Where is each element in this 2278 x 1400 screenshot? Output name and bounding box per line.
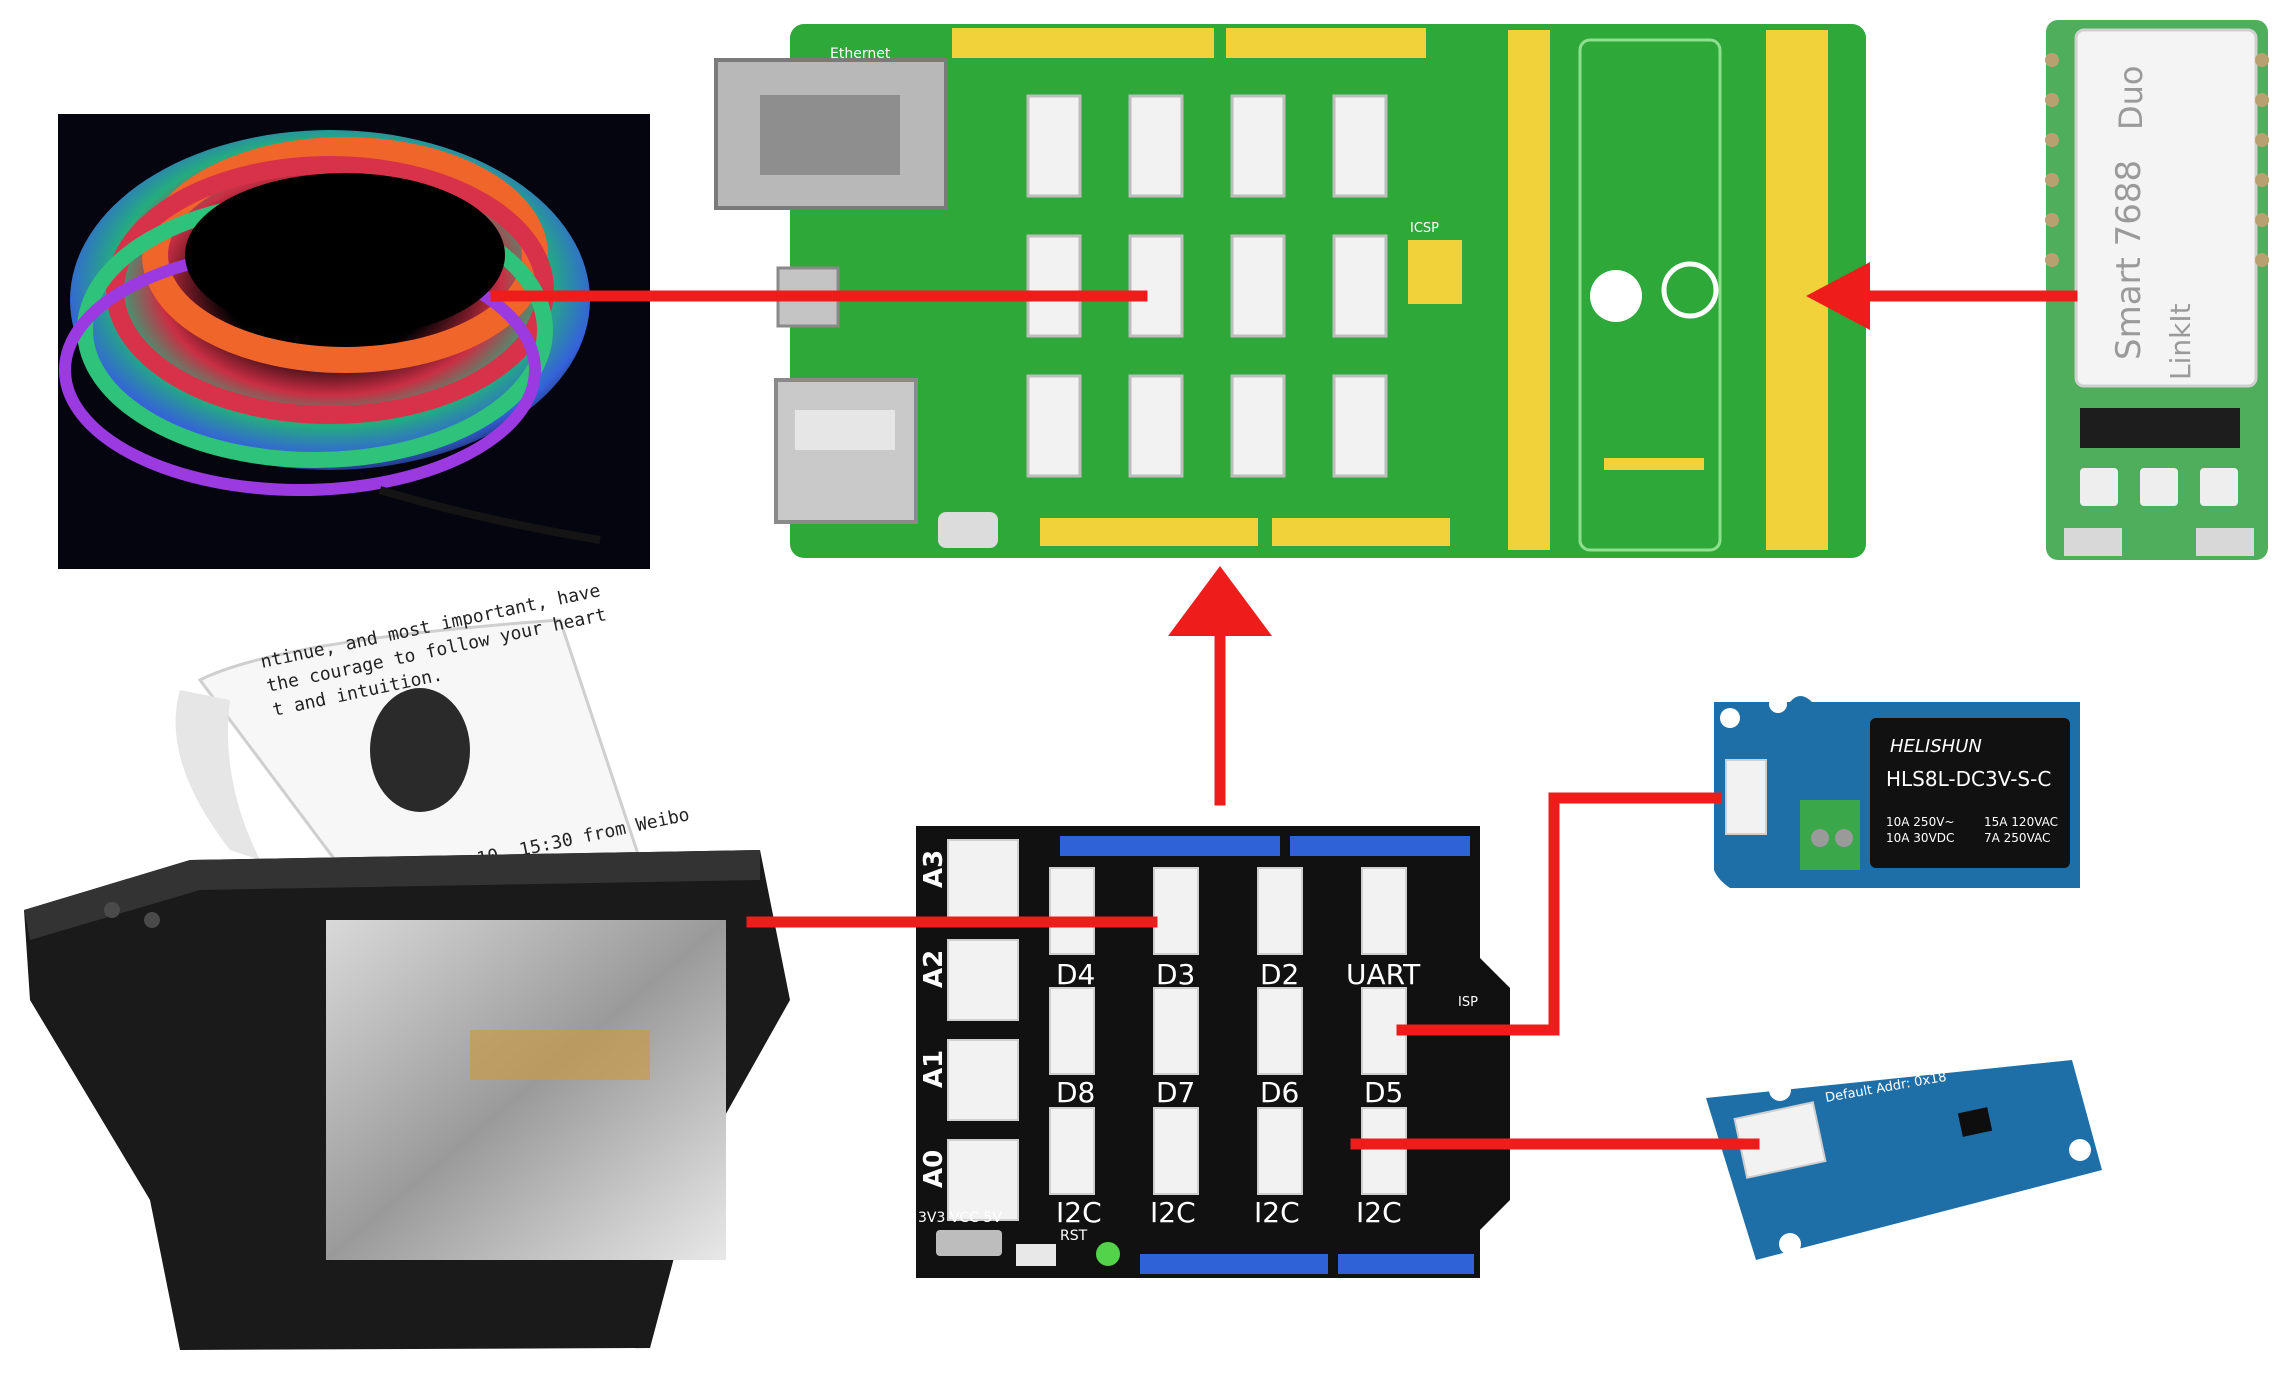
relay-rating-2: 10A 30VDC (1886, 831, 1954, 845)
linkit-suffix-text: Duo (2112, 66, 2150, 131)
linkit-board-image: Smart 7688 LinkIt Duo (2045, 20, 2269, 560)
label-d8: D8 (1056, 1076, 1095, 1109)
relay-rating-3: 15A 120VAC (1984, 815, 2058, 829)
label-d3: D3 (1156, 958, 1195, 991)
linkit-arrowhead (1806, 262, 1870, 330)
label-rst: RST (1060, 1228, 1088, 1244)
printer-image: ntinue, and most important, have the cou… (24, 580, 790, 1350)
breakout-board-image: Ethernet ICSP (714, 24, 1866, 558)
label-a3: A3 (919, 850, 949, 888)
relay-to-d5-line (1396, 792, 1722, 1036)
label-i2c-3: I2C (1254, 1196, 1300, 1229)
label-a2: A2 (919, 950, 949, 988)
linkit-model-text: Smart 7688 (2109, 160, 2149, 360)
label-d2: D2 (1260, 958, 1299, 991)
label-isp: ISP (1458, 995, 1478, 1010)
base-shield-image: A3 A2 A1 A0 D4 D3 D2 UART D8 D7 D6 D5 I2… (916, 826, 1510, 1278)
icsp-label: ICSP (1410, 221, 1439, 236)
label-a1: A1 (919, 1050, 949, 1088)
label-i2c-4: I2C (1356, 1196, 1402, 1229)
linkit-brand-text: LinkIt (2164, 303, 2197, 380)
ethernet-label: Ethernet (830, 46, 891, 62)
i2c-sensor-image: Default Addr: 0x18 (1706, 1060, 2102, 1260)
label-i2c-1: I2C (1056, 1196, 1102, 1229)
relay-module-image: HELISHUN HLS8L-DC3V-S-C 10A 250V~ 10A 30… (1714, 695, 2102, 888)
label-uart: UART (1346, 958, 1421, 991)
label-i2c-2: I2C (1150, 1196, 1196, 1229)
connection-lines (490, 290, 2078, 1150)
label-a0: A0 (919, 1150, 949, 1188)
shield-arrowhead (1168, 566, 1272, 636)
relay-rating-4: 7A 250VAC (1984, 831, 2050, 845)
label-d4: D4 (1056, 958, 1095, 991)
relay-rating-1: 10A 250V~ (1886, 815, 1954, 829)
relay-model: HLS8L-DC3V-S-C (1886, 767, 2051, 791)
relay-brand: HELISHUN (1890, 736, 1982, 757)
label-d7: D7 (1156, 1076, 1195, 1109)
led-strip-image (58, 114, 650, 569)
label-d5: D5 (1364, 1076, 1403, 1109)
label-power: 3V3 VCC 5V (918, 1210, 1002, 1226)
label-d6: D6 (1260, 1076, 1299, 1109)
